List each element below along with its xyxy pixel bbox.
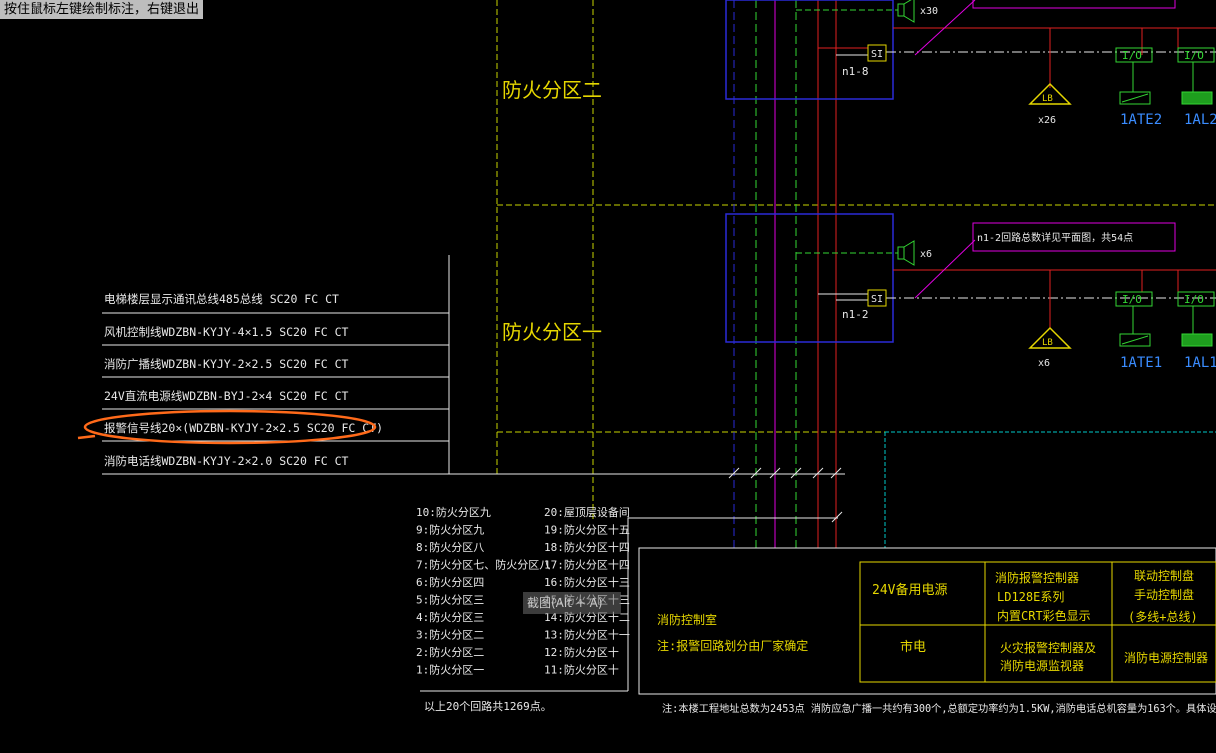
- circuit-item: 1:防火分区一: [416, 663, 484, 677]
- orange-annotation-ellipse: [83, 409, 377, 445]
- svg-text:LB: LB: [1042, 94, 1053, 104]
- circuit-item: 9:防火分区九: [416, 523, 484, 537]
- circuit-list-left: 10:防火分区九 9:防火分区九 8:防火分区八 7:防火分区七、防火分区八 6:防火分…: [416, 505, 550, 677]
- riser-lines: [592, 0, 837, 548]
- linkage-panel-line: (多线+总线): [1128, 610, 1198, 624]
- bus-label: n1-2: [842, 308, 869, 321]
- alarm-panel-line: LD128E系列: [997, 590, 1064, 604]
- zone-title: 防火分区二: [502, 78, 602, 102]
- module-symbol: [1119, 333, 1151, 347]
- zone-frame: [496, 0, 1216, 474]
- module-label-al: 1AL2: [1184, 112, 1216, 128]
- circuit-total: 以上20个回路共1269点。: [424, 700, 552, 713]
- circuit-list-right: 20:屋顶层设备间 19:防火分区十五 18:防火分区十四 17:防火分区十四 16:防…: [544, 505, 630, 677]
- circuit-item: 10:防火分区九: [416, 505, 491, 519]
- isolator-symbol: SI: [867, 44, 887, 62]
- module-label-ate: 1ATE2: [1120, 112, 1162, 128]
- circuit-item: 19:防火分区十五: [544, 523, 630, 537]
- circuit-item: 13:防火分区十一: [544, 628, 630, 642]
- module-symbol: [1181, 91, 1213, 105]
- zone-1-diagram: n1-2回路总数详见平面图，共54点 x6 SI n1-2 LB x6 I/O …: [502, 213, 1216, 371]
- backup-power-label: 24V备用电源: [872, 582, 947, 598]
- zone-note: n1-2回路总数详见平面图，共54点: [977, 231, 1133, 244]
- circuit-list: [420, 517, 838, 692]
- cable-legend-item: 报警信号线20×(WDZBN-KYJY-2×2.5 SC20 FC CT): [104, 421, 383, 435]
- io-module: I/O: [1177, 291, 1215, 307]
- circuit-item: 3:防火分区二: [416, 628, 484, 642]
- svg-text:I/O: I/O: [1122, 49, 1142, 62]
- circuit-item: 18:防火分区十四: [544, 540, 630, 554]
- screenshot-tooltip: 截图(Alt + A): [523, 592, 621, 614]
- speaker-icon: [897, 0, 915, 23]
- bus-tick-marks: [728, 467, 843, 523]
- control-room-note: 注:报警回路划分由厂家确定: [657, 638, 808, 653]
- svg-text:I/O: I/O: [1184, 293, 1204, 306]
- circuit-item: 7:防火分区七、防火分区八: [416, 558, 550, 572]
- alarm-panel-line: 内置CRT彩色显示: [997, 609, 1091, 623]
- circuit-item: 20:屋顶层设备间: [544, 505, 630, 519]
- monitor-line: 火灾报警控制器及: [1000, 640, 1096, 655]
- circuit-item: 8:防火分区八: [416, 540, 484, 554]
- circuit-item: 2:防火分区二: [416, 645, 484, 659]
- linkage-panel-line: 手动控制盘: [1134, 587, 1194, 602]
- alarm-count: x26: [1038, 115, 1056, 126]
- svg-text:SI: SI: [871, 294, 883, 305]
- module-symbol: [1181, 333, 1213, 347]
- module-label-al: 1AL1: [1184, 355, 1216, 371]
- zone-2-diagram: x30 SI n1-8 LB x26 I/O I/O 1ATE2 1AL2 防火…: [502, 0, 1216, 128]
- svg-text:SI: SI: [871, 49, 883, 60]
- circuit-item: 4:防火分区三: [416, 610, 484, 624]
- cable-legend-item: 风机控制线WDZBN-KYJY-4×1.5 SC20 FC CT: [104, 325, 349, 339]
- circuit-item: 6:防火分区四: [416, 575, 484, 589]
- io-module: I/O: [1115, 47, 1153, 63]
- cyan-boundary: [884, 431, 1216, 548]
- circuit-item: 17:防火分区十四: [544, 558, 630, 572]
- speaker-icon: [897, 240, 915, 266]
- control-room-title: 消防控制室: [657, 612, 717, 627]
- control-room-frame: [638, 547, 1216, 695]
- power-controller-label: 消防电源控制器: [1124, 650, 1208, 665]
- circuit-item: 12:防火分区十: [544, 645, 619, 659]
- svg-text:I/O: I/O: [1122, 293, 1142, 306]
- bus-label: n1-8: [842, 65, 869, 78]
- monitor-line: 消防电源监视器: [1000, 658, 1084, 673]
- svg-text:I/O: I/O: [1184, 49, 1204, 62]
- cable-legend-item: 电梯楼层显示通讯总线485总线 SC20 FC CT: [104, 292, 339, 306]
- alarm-bell-icon: LB: [1028, 326, 1072, 349]
- circuit-item: 16:防火分区十三: [544, 575, 630, 589]
- alarm-count: x6: [1038, 358, 1050, 369]
- io-module: I/O: [1177, 47, 1215, 63]
- speaker-count: x30: [920, 6, 938, 17]
- cable-legend-item: 消防广播线WDZBN-KYJY-2×2.5 SC20 FC CT: [104, 357, 349, 371]
- mains-label: 市电: [900, 639, 926, 655]
- speaker-count: x6: [920, 249, 932, 260]
- circuit-item: 5:防火分区三: [416, 593, 484, 607]
- cable-legend-item: 消防电话线WDZBN-KYJY-2×2.0 SC20 FC CT: [104, 454, 349, 468]
- linkage-panel-line: 联动控制盘: [1134, 568, 1194, 583]
- alarm-panel-line: 消防报警控制器: [995, 570, 1079, 585]
- bottom-note: 注:本楼工程地址总数为2453点 消防应急广播一共约有300个,总额定功率约为1…: [662, 702, 1216, 715]
- cable-legend-item: 24V直流电源线WDZBN-BYJ-2×4 SC20 FC CT: [104, 389, 349, 403]
- svg-text:LB: LB: [1042, 338, 1053, 348]
- io-module: I/O: [1115, 291, 1153, 307]
- module-symbol: [1119, 91, 1151, 105]
- zone-title: 防火分区一: [502, 320, 602, 344]
- circuit-item: 11:防火分区十: [544, 663, 619, 677]
- alarm-bell-icon: LB: [1028, 82, 1072, 105]
- cable-legend: [102, 255, 845, 475]
- status-hint: 按住鼠标左键绘制标注，右键退出: [0, 0, 204, 19]
- module-label-ate: 1ATE1: [1120, 355, 1162, 371]
- isolator-symbol: SI: [867, 289, 887, 307]
